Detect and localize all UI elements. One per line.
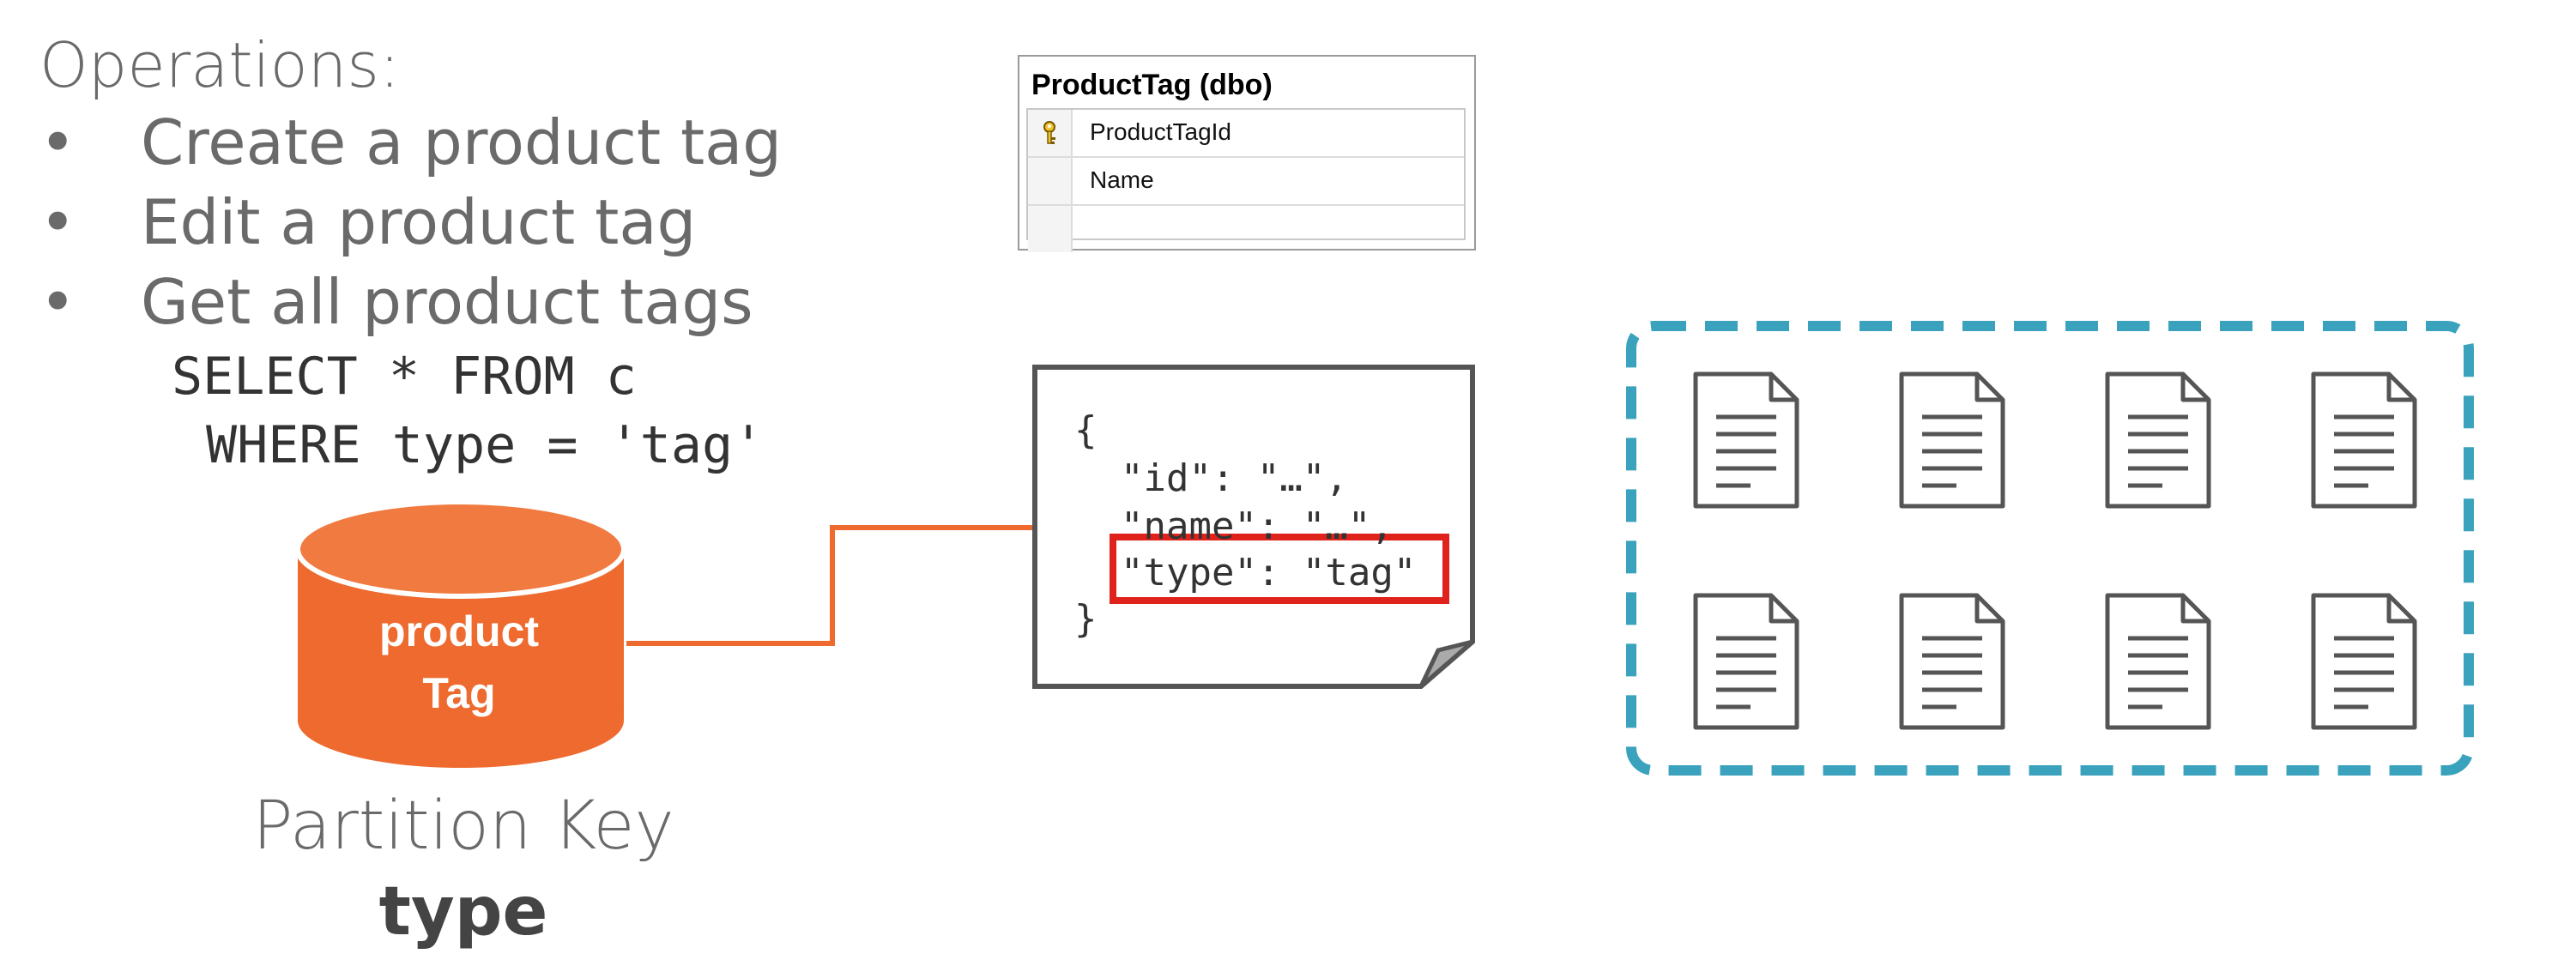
operation-label: Get all product tags [141,266,753,338]
column-grid: ProductTagId Name [1026,108,1466,252]
json-type-line: "type": "tag" [1121,551,1417,595]
document-icon-grid [1693,371,2417,730]
operation-label: Create a product tag [141,106,782,178]
query-line-select: SELECT * FROM c [172,347,637,407]
container-label-line2: Tag [422,669,496,717]
json-close-brace: } [1074,597,1098,641]
partition-key-title: Partition Key [252,788,674,865]
json-name-line: "name": "…", [1121,504,1394,548]
connector-line [626,525,1035,646]
row-selector [1028,206,1073,252]
empty-row [1028,206,1464,252]
column-name: Name [1090,166,1154,193]
json-id-line: "id": "…", [1121,456,1348,500]
document-icon [1693,593,1799,730]
operation-label: Edit a product tag [141,186,697,258]
document-icon [2105,371,2211,509]
container-label: product Tag [292,601,626,724]
document-icon [1899,371,2005,509]
container-cylinder [295,499,626,768]
partition-key-value: type [378,873,548,951]
row-selector [1028,158,1073,204]
container-label-line1: product [378,607,540,655]
table-designer: ProductTag (dbo) ProductTagId Name [1018,55,1476,252]
query-line-where: WHERE type = 'tag' [206,415,765,475]
table-title: ProductTag (dbo) [1031,69,1273,101]
document-fold [1418,639,1474,688]
row-selector [1028,110,1073,156]
document-icon [2311,593,2417,730]
document-icon [1899,593,2005,730]
column-row: ProductTagId [1028,110,1464,158]
bullet: • [39,186,76,258]
operations-heading: Operations: [39,29,401,101]
column-row: Name [1028,158,1464,206]
document-icon [2105,593,2211,730]
column-name: ProductTagId [1090,118,1231,145]
json-open-brace: { [1074,408,1098,452]
type-field-highlight [1110,534,1449,604]
documents-container [1626,321,2474,776]
bullet: • [39,106,76,178]
primary-key-icon [1043,121,1055,144]
document-icon [1693,371,1799,509]
bullet: • [39,266,76,338]
document-icon [2311,371,2417,509]
